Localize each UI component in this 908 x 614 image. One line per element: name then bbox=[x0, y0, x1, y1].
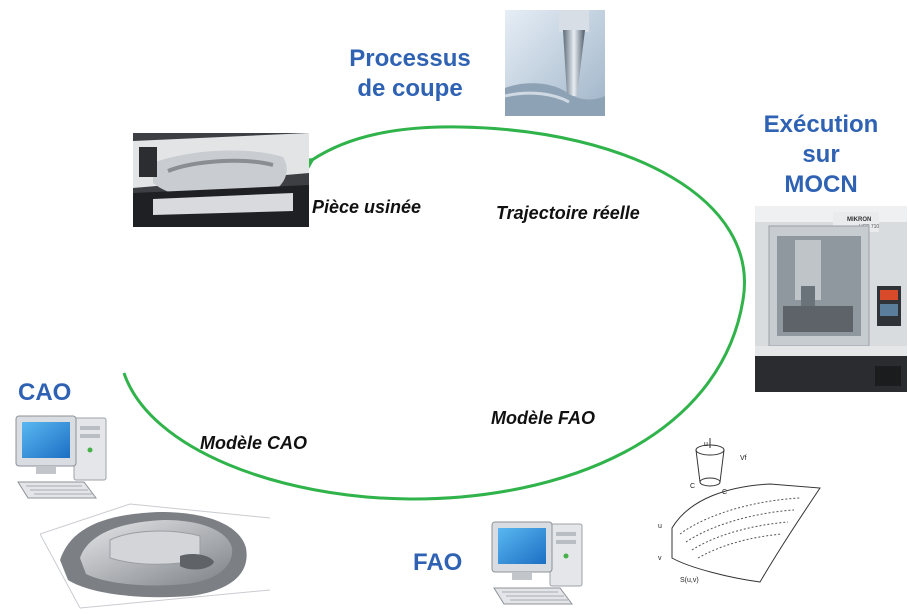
trajectoire-reelle-label: Trajectoire réelle bbox=[496, 203, 640, 223]
computer-icon-cao bbox=[15, 415, 107, 499]
computer-icon-fao bbox=[491, 521, 583, 605]
cutting-tool-image bbox=[505, 10, 605, 116]
cnc-machine-image: MIKRON UCP 710 bbox=[755, 206, 907, 392]
modele-fao-label: Modèle FAO bbox=[491, 408, 596, 428]
label-u: u bbox=[704, 441, 708, 448]
label-c1: C bbox=[690, 483, 695, 490]
label-surface: S(u,v) bbox=[680, 577, 699, 584]
cad-part-image bbox=[40, 503, 270, 609]
label-c2: C bbox=[722, 489, 727, 496]
machined-part-image bbox=[133, 133, 309, 227]
toolpath-sketch: u Vf C C u v S(u,v) bbox=[658, 438, 821, 584]
label-v-axis: v bbox=[658, 555, 662, 562]
modele-cao-label: Modèle CAO bbox=[200, 433, 308, 453]
cycle-path bbox=[122, 125, 746, 501]
execution-line1: Exécution bbox=[763, 111, 879, 138]
processus-label: Processus de coupe bbox=[320, 44, 500, 104]
processus-line2: de coupe bbox=[357, 75, 463, 102]
label-vf: Vf bbox=[740, 455, 747, 462]
execution-label: Exécution sur MOCN bbox=[735, 110, 907, 200]
piece-usinee-label: Pièce usinée bbox=[312, 197, 422, 217]
execution-line2: sur bbox=[802, 141, 840, 168]
cao-label: CAO bbox=[18, 379, 72, 406]
label-u-axis: u bbox=[658, 523, 662, 530]
machine-brand: MIKRON bbox=[847, 217, 871, 223]
fao-label: FAO bbox=[413, 549, 463, 576]
execution-line3: MOCN bbox=[784, 171, 858, 198]
processus-line1: Processus bbox=[349, 45, 471, 72]
